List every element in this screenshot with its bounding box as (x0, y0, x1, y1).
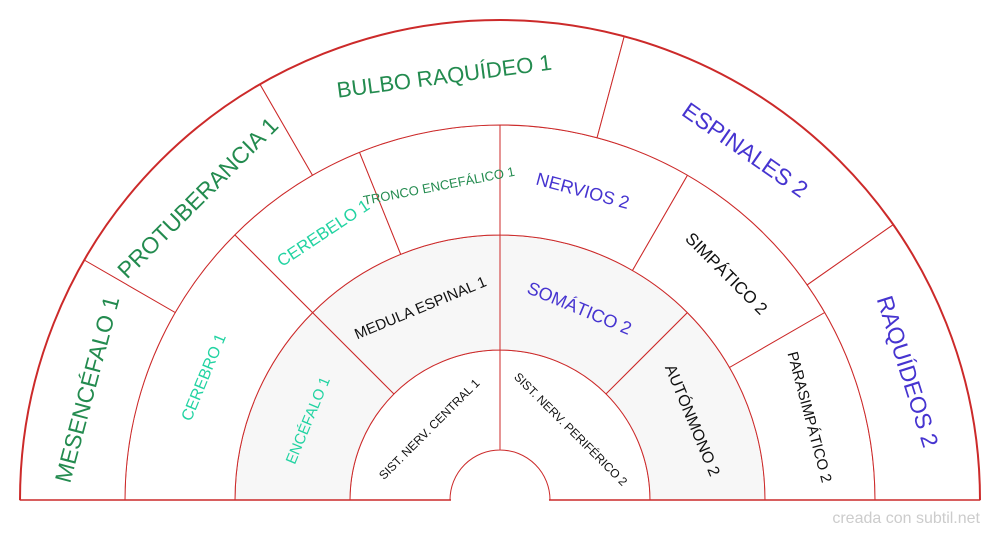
center-hub (451, 451, 549, 501)
outer-arc (19, 19, 981, 501)
credit-text: creada con subtil.net (832, 510, 980, 527)
segments (19, 19, 981, 501)
